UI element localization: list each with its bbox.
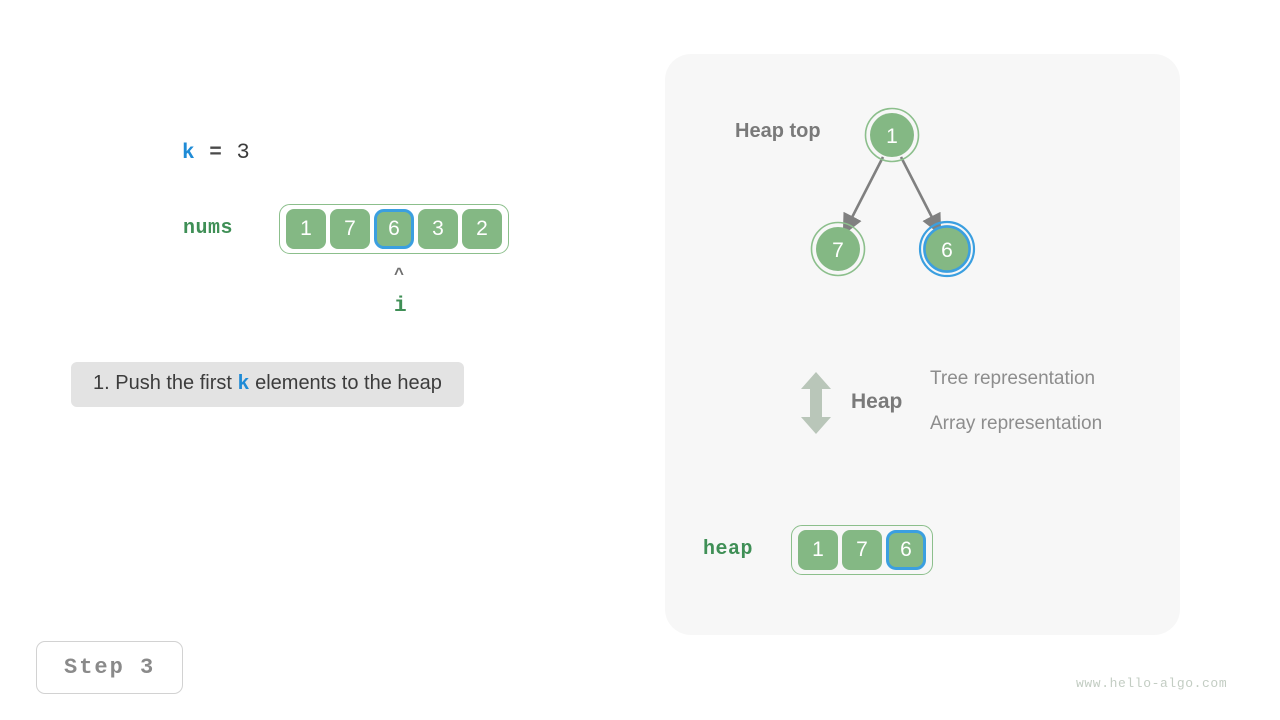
k-expression: k = 3 [182,140,251,165]
nums-label: nums [183,217,234,240]
legend-heap-label: Heap [851,390,903,413]
nums-cell-1[interactable]: 7 [330,209,370,249]
index-caret-icon: ^ [394,266,405,285]
equals-operator: = [209,142,223,165]
instruction-k-variable: k [237,373,250,396]
instruction-banner: 1. Push the first k elements to the heap [71,362,464,407]
tree-edge-root-to-right [899,156,942,236]
legend-array-representation: Array representation [930,413,1103,434]
heap-array: 1 7 6 [791,525,933,575]
nums-cell-0[interactable]: 1 [286,209,326,249]
tree-node-6[interactable]: 6 [918,220,976,278]
tree-node-1[interactable]: 1 [864,107,920,163]
tree-node-6-value: 6 [941,239,953,262]
legend-tree-representation: Tree representation [930,368,1096,389]
vertical-double-arrow-icon [801,372,831,434]
heap-label: heap [703,538,754,561]
watermark: www.hello-algo.com [1076,676,1228,691]
heap-cell-2[interactable]: 6 [886,530,926,570]
step-badge: Step 3 [36,641,184,694]
nums-array: 1 7 6 3 2 [279,204,509,254]
nums-cell-3[interactable]: 3 [418,209,458,249]
tree-node-7[interactable]: 7 [810,221,866,277]
nums-cell-4[interactable]: 2 [462,209,502,249]
k-value: 3 [236,140,251,165]
index-pointer-i: i [394,295,407,318]
heap-top-label: Heap top [735,120,821,142]
heap-tree-diagram: 1 7 6 [810,107,976,278]
instruction-prefix: 1. Push the first [93,372,238,394]
heap-cell-0[interactable]: 1 [798,530,838,570]
instruction-suffix: elements to the heap [249,372,442,394]
nums-cell-2[interactable]: 6 [374,209,414,249]
heap-cell-1[interactable]: 7 [842,530,882,570]
k-variable: k [182,142,196,165]
tree-edge-root-to-left [842,156,885,236]
tree-node-1-value: 1 [886,125,898,148]
tree-node-7-value: 7 [832,239,844,262]
